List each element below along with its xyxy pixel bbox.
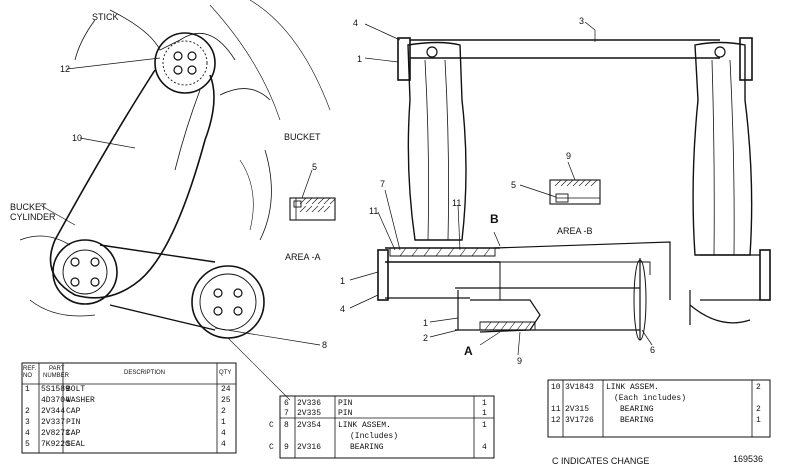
callout-bucket: BUCKET: [284, 132, 321, 142]
callout-area-b: AREA -B: [557, 226, 593, 236]
callout-10: 10: [72, 133, 83, 143]
callout-1-top: 1: [357, 54, 363, 64]
right-frame-view: [349, 21, 771, 356]
table1-header-qty: QTY: [219, 370, 232, 376]
callout-3: 3: [579, 16, 585, 26]
callout-9-low: 9: [517, 356, 523, 366]
callout-11-right: 11: [452, 198, 462, 208]
callout-bucket-cylinder-line2: CYLINDER: [10, 212, 56, 222]
callout-1-low: 1: [423, 318, 429, 328]
callout-1-mid: 1: [340, 276, 346, 286]
callout-4-top: 4: [353, 18, 359, 28]
callout-9-area-b: 9: [566, 151, 572, 161]
callout-7: 7: [380, 179, 386, 189]
callout-5-right: 5: [511, 180, 517, 190]
callout-area-a: AREA -A: [285, 252, 321, 262]
callout-mark-a: A: [464, 344, 473, 358]
callout-2: 2: [423, 333, 429, 343]
callout-stick: STICK: [92, 12, 119, 22]
callout-5-left: 5: [312, 162, 318, 172]
table1-header-description: DESCRIPTION: [124, 370, 166, 376]
left-link-view: [19, 0, 336, 401]
table1-header-ref-1: REF.: [23, 366, 37, 372]
callout-bucket-cylinder-line1: BUCKET: [10, 202, 47, 212]
callout-4-mid: 4: [340, 304, 346, 314]
drawing-number: 169536: [733, 454, 764, 464]
table-frames: [21, 362, 771, 459]
table1-header-ref-2: NO: [23, 373, 32, 379]
callout-12: 12: [60, 64, 71, 74]
table1-header-part-1: PART: [49, 366, 65, 372]
callout-mark-b: B: [490, 212, 499, 226]
table1-header-part-2: NUMBER: [43, 373, 70, 379]
callout-11-left: 11: [369, 206, 379, 216]
callout-6: 6: [650, 345, 656, 355]
change-note: C INDICATES CHANGE: [552, 456, 650, 466]
callout-8: 8: [322, 340, 328, 350]
